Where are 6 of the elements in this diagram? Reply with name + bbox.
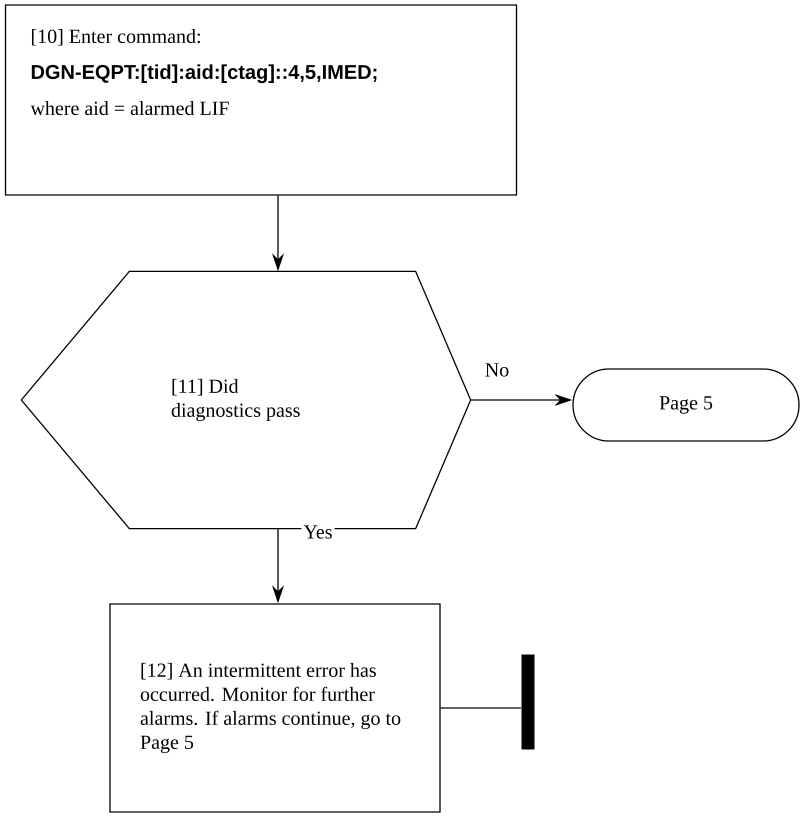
process-box: [12] An intermittent error has occurred. Monitor for further alarms. If alarms continue, go to Page 5 [109,603,441,813]
stop-bar [522,654,534,750]
process-box: [10] Enter command: DGN-EQPT:[tid]:aid:[ctag]::4,5,IMED; where aid = alarmed LIF [4,4,518,196]
edge-label: No [482,361,512,379]
terminal-box: Page 5 [572,368,800,442]
edge-label: Yes [301,523,335,541]
